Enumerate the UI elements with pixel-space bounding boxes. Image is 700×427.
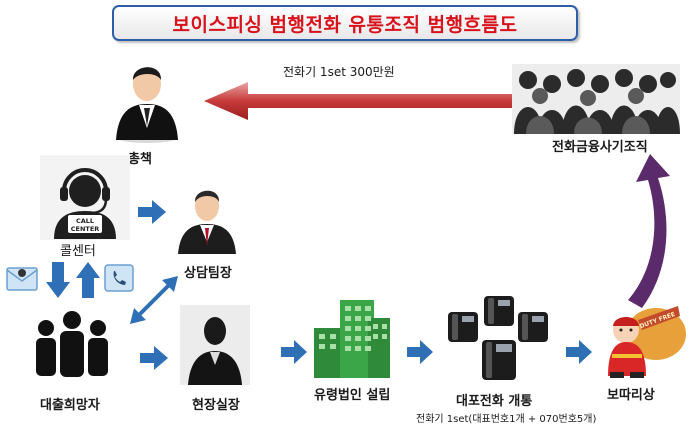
loan-applicants-icon <box>36 311 108 377</box>
phone-icon <box>104 264 134 292</box>
field-manager-label: 현장실장 <box>192 398 240 413</box>
arrow-company-phone <box>407 340 433 364</box>
team-leader-label: 상담팀장 <box>184 266 232 281</box>
arrow-teamleader-applicants <box>130 276 178 324</box>
payment-arrow <box>204 82 538 120</box>
call-center-icon: CALL CENTER <box>40 155 130 240</box>
arrow-callcenter-teamleader <box>138 200 166 224</box>
phone-set-note: 전화기 1set(대표번호1개 + 070번호5개) <box>416 414 597 425</box>
boss-label: 총책 <box>128 152 152 167</box>
finance-org-icon <box>512 64 680 134</box>
boss-icon <box>116 67 178 143</box>
payment-label: 전화기 1set 300만원 <box>283 65 395 79</box>
call-badge-line2: CENTER <box>71 225 100 233</box>
loan-applicants-label: 대출희망자 <box>40 398 100 413</box>
call-badge-line1: CALL <box>76 217 94 225</box>
call-center-label: 콜센터 <box>60 244 96 259</box>
courier-icon: DUTY FREE <box>608 306 686 378</box>
arrow-phone-courier <box>566 340 592 364</box>
ghost-company-icon <box>314 300 390 378</box>
finance-org-label: 전화금융사기조직 <box>552 140 648 155</box>
field-manager-icon <box>180 305 250 385</box>
ghost-company-label: 유령법인 설립 <box>314 388 391 403</box>
diagram-title: 보이스피싱 범행전화 유통조직 범행흐름도 <box>172 13 518 36</box>
title-banner: 보이스피싱 범행전화 유통조직 범행흐름도 <box>112 5 578 41</box>
courier-label: 보따리상 <box>607 388 655 403</box>
arrow-down-to-applicants <box>46 262 70 298</box>
phone-opening-icon <box>448 296 548 380</box>
team-leader-icon <box>178 190 236 254</box>
email-icon <box>6 267 38 291</box>
supply-arrow <box>628 154 670 308</box>
arrow-applicants-fieldmanager <box>140 346 168 370</box>
arrow-fieldmanager-company <box>281 340 307 364</box>
phone-opening-label: 대포전화 개통 <box>456 394 533 409</box>
arrow-up-to-callcenter <box>76 262 100 298</box>
